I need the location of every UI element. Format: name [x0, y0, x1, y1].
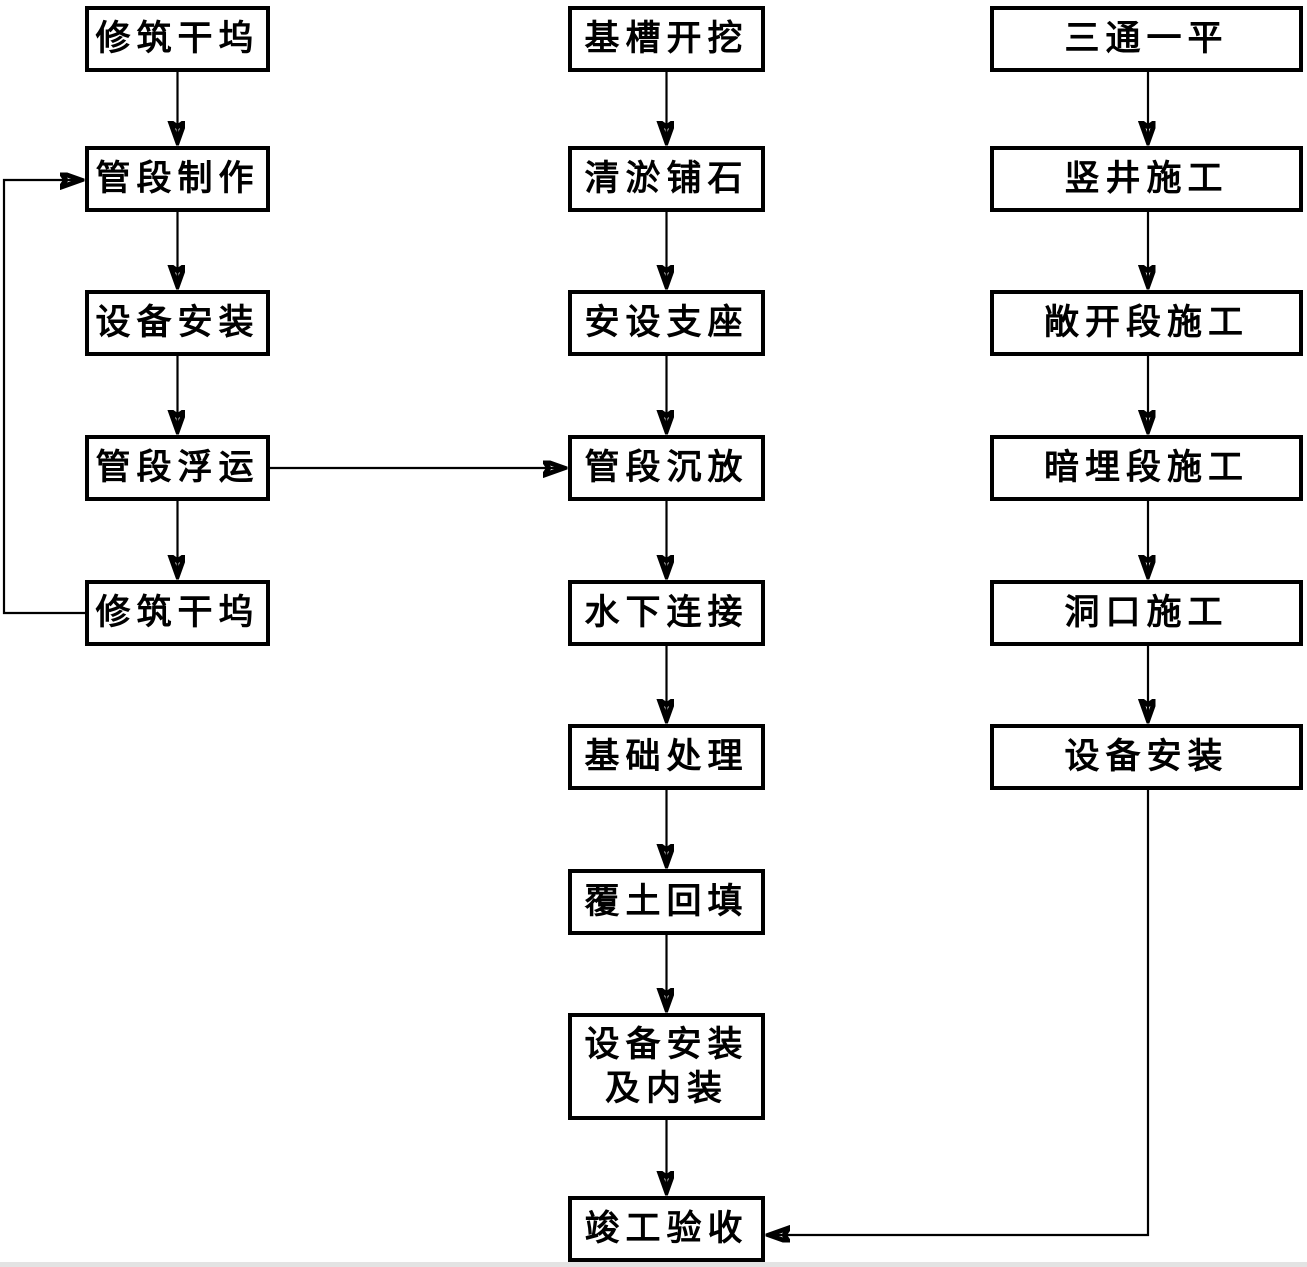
box-label: 水下连接 [584, 593, 749, 633]
bottom-edge-strip [0, 1262, 1307, 1267]
box-label: 洞口施工 [1064, 593, 1229, 633]
flow-box-completion-acceptance: 竣工验收 [568, 1196, 765, 1262]
flow-box-equipment-interior-install: 设备安装 及内装 [568, 1013, 765, 1120]
flow-box-shaft-construction: 竖井施工 [990, 146, 1303, 212]
box-label: 设备安装 及内装 [584, 1024, 749, 1108]
flow-box-equipment-install-left: 设备安装 [85, 290, 270, 356]
box-label: 竖井施工 [1064, 159, 1229, 199]
box-label: 设备安装 [95, 303, 260, 343]
box-label: 管段浮运 [95, 448, 260, 488]
box-label: 管段制作 [95, 159, 260, 199]
box-label: 管段沉放 [584, 448, 749, 488]
flow-box-segment-floating: 管段浮运 [85, 435, 270, 501]
box-label: 竣工验收 [584, 1209, 749, 1249]
box-label: 三通一平 [1064, 19, 1229, 59]
flow-box-segment-sinking: 管段沉放 [568, 435, 765, 501]
flow-box-equipment-install-right: 设备安装 [990, 724, 1303, 790]
box-label: 覆土回填 [584, 882, 749, 922]
flow-box-build-drydock-2: 修筑干坞 [85, 580, 270, 646]
box-label: 基础处理 [584, 737, 749, 777]
flow-box-foundation-treatment: 基础处理 [568, 724, 765, 790]
flow-box-segment-fabrication: 管段制作 [85, 146, 270, 212]
box-label: 清淤铺石 [584, 159, 749, 199]
flow-box-install-supports: 安设支座 [568, 290, 765, 356]
flow-box-underwater-connection: 水下连接 [568, 580, 765, 646]
box-label: 设备安装 [1064, 737, 1229, 777]
flow-box-open-section-construction: 敞开段施工 [990, 290, 1303, 356]
box-label: 修筑干坞 [95, 19, 260, 59]
arrow-feedback-loop [2, 180, 85, 615]
arrow-right-to-acceptance [769, 790, 1150, 1235]
box-label: 敞开段施工 [1043, 303, 1249, 343]
box-label: 安设支座 [584, 303, 749, 343]
box-label: 暗埋段施工 [1043, 448, 1249, 488]
flow-box-buried-section-construction: 暗埋段施工 [990, 435, 1303, 501]
flow-box-build-drydock-1: 修筑干坞 [85, 6, 270, 72]
flow-box-soil-backfill: 覆土回填 [568, 869, 765, 935]
flow-box-dredge-stone-laying: 清淤铺石 [568, 146, 765, 212]
box-label: 基槽开挖 [584, 19, 749, 59]
flow-box-portal-construction: 洞口施工 [990, 580, 1303, 646]
flow-box-trench-excavation: 基槽开挖 [568, 6, 765, 72]
box-label: 修筑干坞 [95, 593, 260, 633]
flow-box-three-connections-one-level: 三通一平 [990, 6, 1303, 72]
